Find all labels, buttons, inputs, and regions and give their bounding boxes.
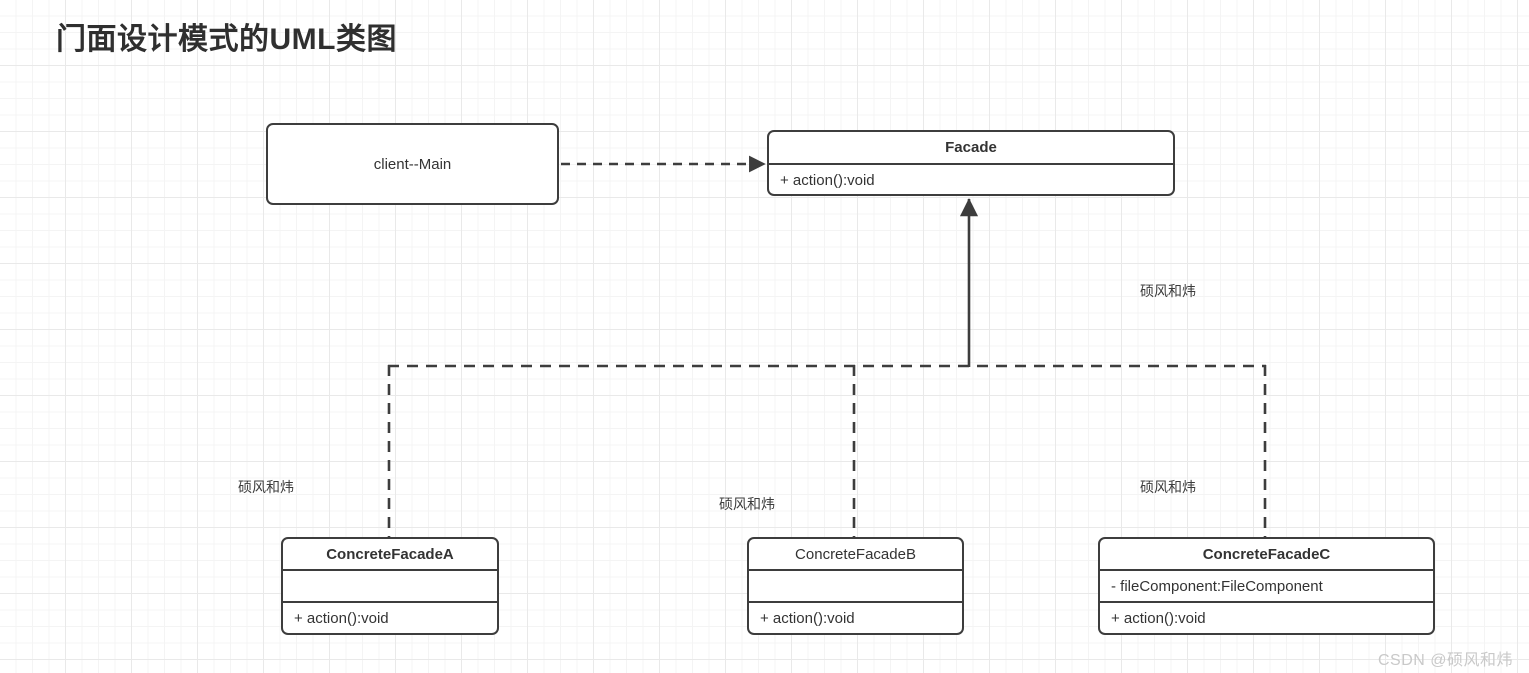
node-concrete-facade-b-attributes [749, 569, 962, 601]
node-facade[interactable]: Facade + action():void [767, 130, 1175, 196]
node-concrete-facade-c[interactable]: ConcreteFacadeC - fileComponent:FileComp… [1098, 537, 1435, 635]
node-facade-title: Facade [945, 139, 997, 156]
node-concrete-facade-c-title: ConcreteFacadeC [1202, 545, 1331, 563]
node-concrete-facade-b-method-0: + action():void [749, 601, 962, 633]
node-concrete-facade-c-attribute-0: - fileComponent:FileComponent [1100, 569, 1433, 601]
node-client[interactable]: client--Main [266, 123, 559, 205]
node-concrete-facade-b[interactable]: ConcreteFacadeB + action():void [747, 537, 964, 635]
watermark-1: 硕风和炜 [238, 479, 294, 495]
node-concrete-facade-a[interactable]: ConcreteFacadeA + action():void [281, 537, 499, 635]
page-title: 门面设计模式的UML类图 [56, 23, 397, 56]
watermark-3: 硕风和炜 [1140, 479, 1196, 495]
node-concrete-facade-c-method-0: + action():void [1100, 601, 1433, 633]
node-concrete-facade-a-title: ConcreteFacadeA [326, 545, 454, 563]
node-concrete-facade-a-attributes [283, 569, 497, 601]
watermark-2: 硕风和炜 [719, 496, 775, 512]
node-client-label: client--Main [373, 155, 452, 173]
node-concrete-facade-b-title: ConcreteFacadeB [795, 545, 916, 563]
node-concrete-facade-a-method-0: + action():void [283, 601, 497, 633]
node-facade-method-0: + action():void [769, 163, 1173, 194]
csdn-watermark: CSDN @硕风和炜 [1378, 652, 1514, 669]
watermark-0: 硕风和炜 [1140, 283, 1196, 299]
